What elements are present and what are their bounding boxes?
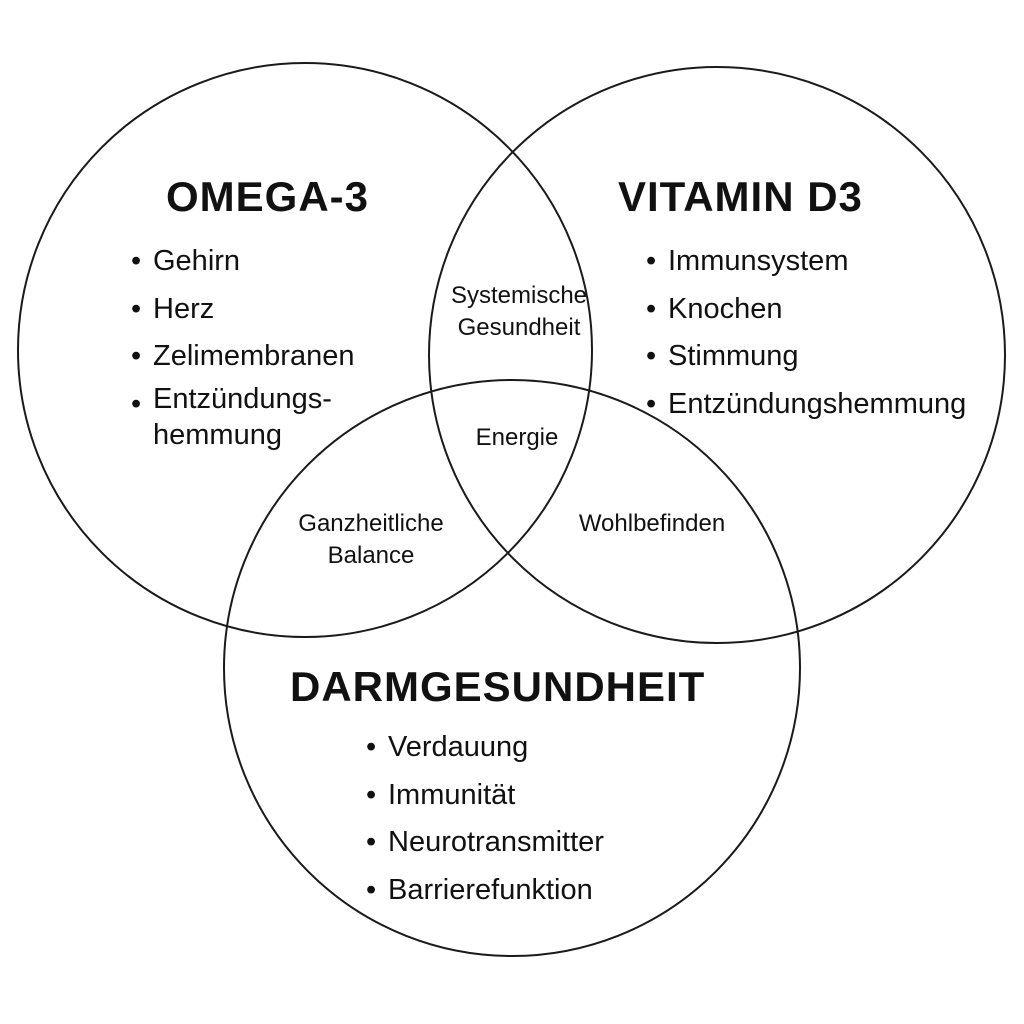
list-item: Neurotransmitter [366, 819, 604, 867]
list-item-text: Stimmung [668, 340, 799, 372]
list-item: Entzündungs- hemmung [131, 381, 354, 453]
list-item: Immunsystem [646, 238, 966, 286]
overlap-omega-vitamin-line1: Systemische [450, 282, 588, 309]
overlap-vitamin-darm-label: Wohlbefinden [578, 510, 726, 537]
list-item-text: Zelimembranen [153, 340, 355, 372]
darmgesundheit-circle [223, 379, 801, 957]
list-item: Barrierefunktion [366, 867, 604, 915]
overlap-omega-darm-label: Ganzheitliche Balance [276, 508, 466, 572]
list-item-text: Immunität [388, 778, 516, 811]
darmgesundheit-list: Verdauung Immunität Neurotransmitter Bar… [366, 724, 604, 914]
vitamin-d3-title: VITAMIN D3 [618, 173, 863, 220]
overlap-omega-darm-line2: Balance [327, 542, 415, 569]
list-item: Immunität [366, 772, 604, 820]
overlap-omega-darm-line1: Ganzheitliche [298, 510, 444, 537]
list-item: Entzündungshemmung [646, 381, 966, 429]
list-item: Knochen [646, 286, 966, 334]
list-item: Zelimembranen [131, 333, 354, 381]
list-item-text-continued: hemmung [153, 418, 282, 451]
list-item: Verdauung [366, 724, 604, 772]
omega3-title: OMEGA-3 [166, 173, 370, 220]
vitamin-d3-circle [428, 66, 1006, 644]
list-item-text: Barrierefunktion [388, 873, 593, 906]
overlap-omega-vitamin-label: Systemische Gesundheit [438, 280, 600, 344]
overlap-omega-vitamin-line2: Gesundheit [457, 314, 581, 341]
omega3-circle [17, 62, 593, 638]
list-item-text: Verdauung [388, 731, 529, 763]
darmgesundheit-title: DARMGESUNDHEIT [290, 663, 706, 710]
list-item-text: Herz [153, 292, 215, 325]
list-item-text: Entzündungshemmung [668, 387, 967, 420]
vitamin-d3-list: Immunsystem Knochen Stimmung Entzündungs… [646, 238, 966, 428]
overlap-center-label: Energie [475, 424, 559, 451]
list-item: Gehirn [131, 238, 354, 286]
list-item: Stimmung [646, 333, 966, 381]
list-item-text: Neurotransmitter [388, 826, 604, 858]
list-item: Herz [131, 286, 354, 334]
list-item-text: Entzündungs- [153, 382, 332, 415]
omega3-list: Gehirn Herz Zelimembranen Entzündungs- h… [131, 238, 354, 453]
list-item-text: Knochen [668, 292, 783, 325]
list-item-text: Immunsystem [668, 245, 849, 277]
list-item-text: Gehirn [153, 245, 241, 277]
